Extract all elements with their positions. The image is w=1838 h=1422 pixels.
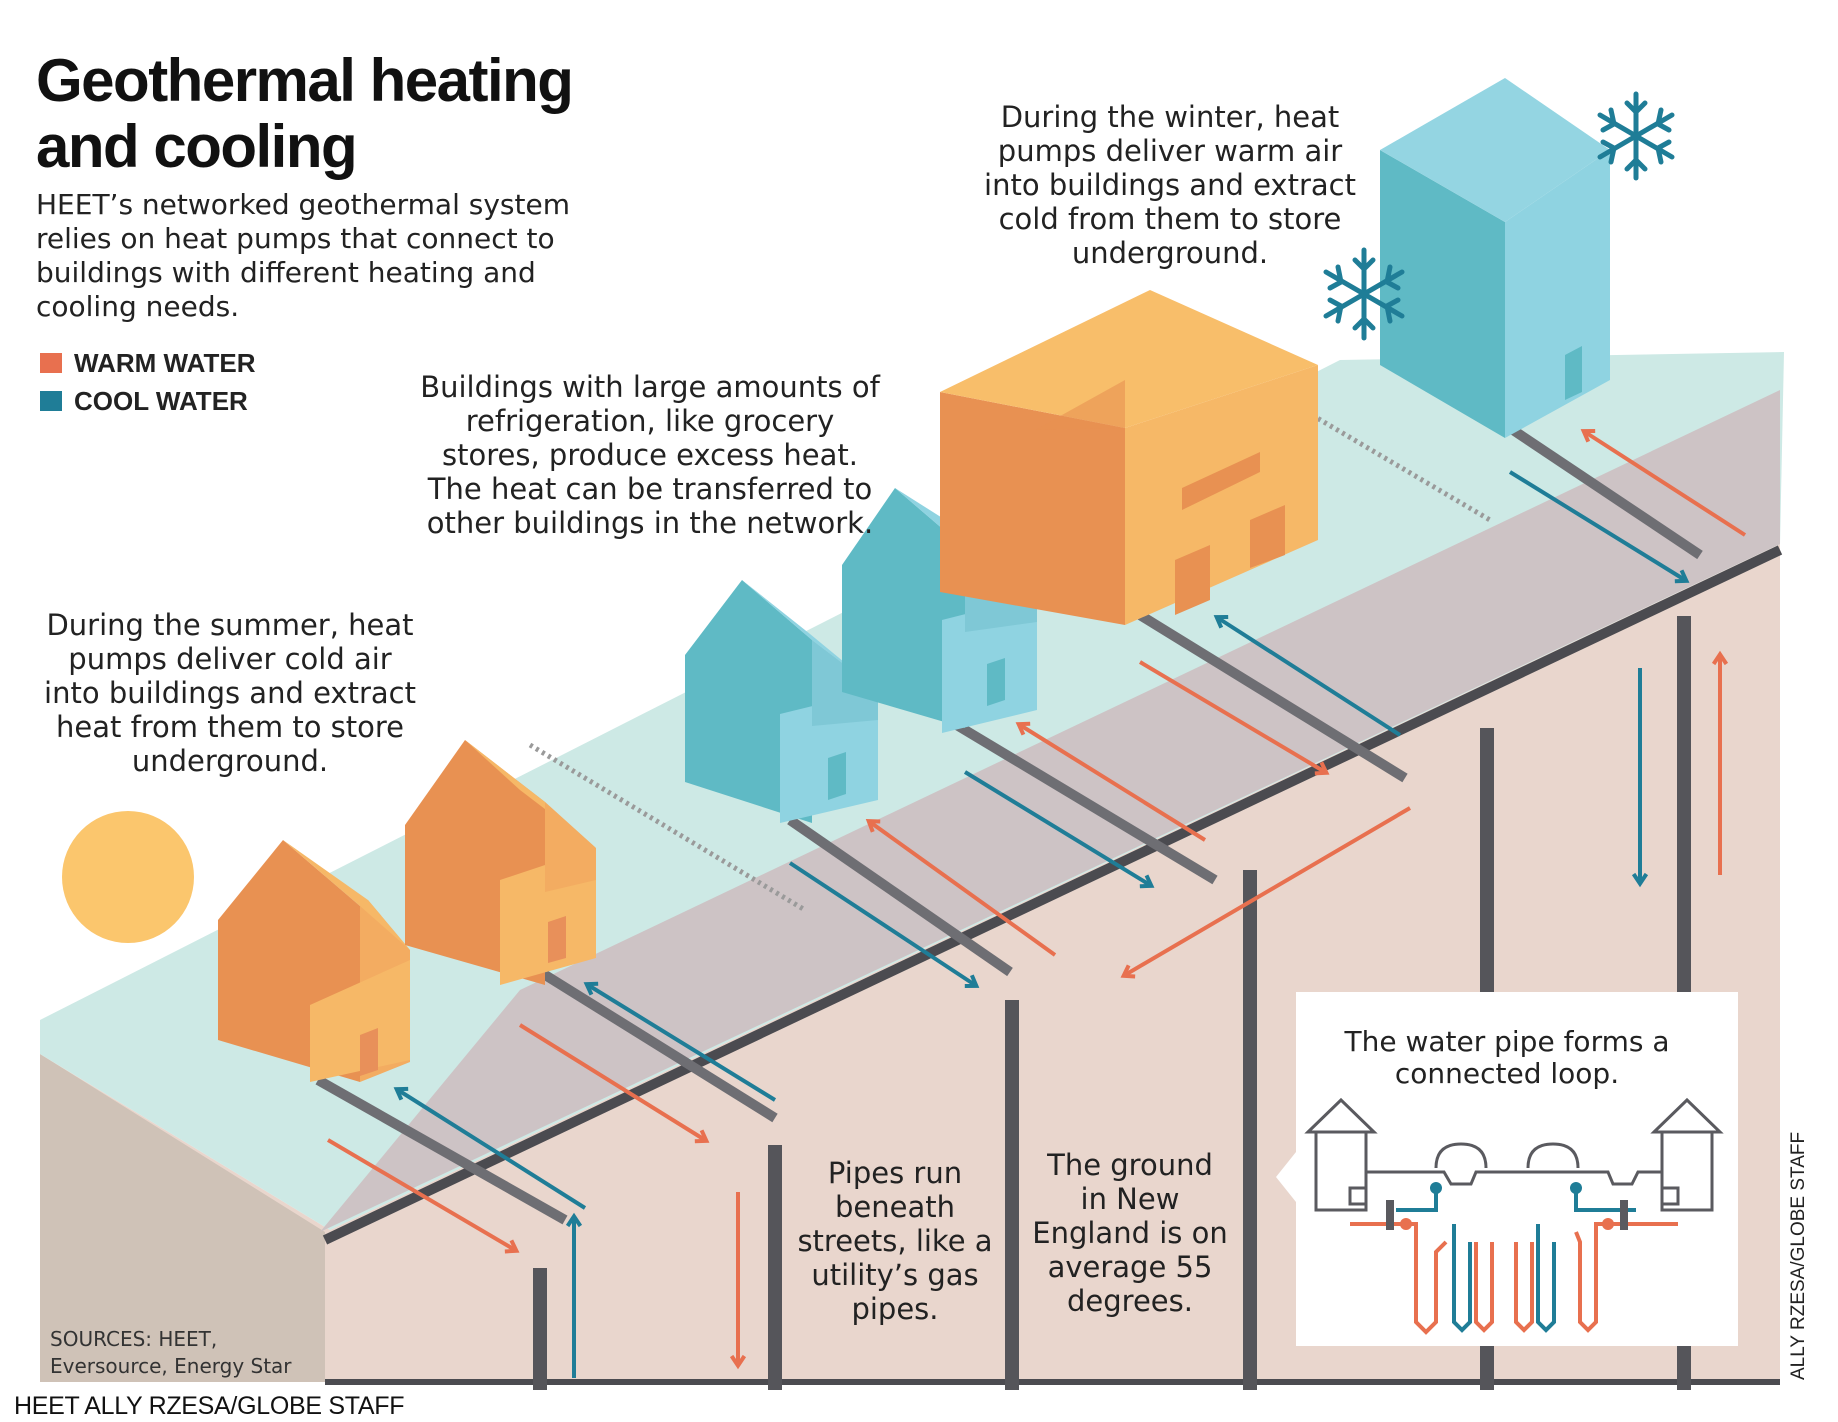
legend-item-cool: COOL WATER [40, 382, 256, 420]
tall-blue-building [1380, 78, 1610, 438]
cool-water-arrows [398, 470, 1685, 1378]
legend: WARM WATER COOL WATER [40, 344, 256, 420]
dotted-line [528, 742, 807, 913]
sources-note: SOURCES: HEET, Eversource, Energy Star [50, 1327, 292, 1378]
slab-end-face [40, 1054, 325, 1382]
note-pipes: Pipes run beneath streets, like a utilit… [797, 1156, 993, 1326]
inset-caption: The water pipe forms a connected loop. [1344, 1025, 1670, 1090]
house-orange-1 [218, 840, 410, 1082]
grocery-store [940, 290, 1318, 625]
sun-icon [62, 811, 194, 943]
branch-pipes [315, 423, 1703, 1225]
legend-item-warm: WARM WATER [40, 344, 256, 382]
loop-valves [1386, 1200, 1628, 1230]
loop-inset [1276, 992, 1738, 1346]
legend-swatch-cool [40, 391, 62, 411]
slab-edge [322, 545, 1783, 1245]
note-winter: During the winter, heat pumps deliver wa… [984, 100, 1356, 270]
legend-label-warm: WARM WATER [74, 347, 256, 378]
photo-credit: ALLY RZESA/GLOBE STAFF [1788, 1131, 1809, 1380]
legend-swatch-warm [40, 353, 62, 373]
house-orange-2 [405, 740, 596, 985]
note-summer: During the summer, heat pumps deliver co… [44, 608, 416, 778]
ground-top-surface [40, 352, 1784, 1230]
image-caption: HEET ALLY RZESA/GLOBE STAFF [14, 1392, 405, 1420]
subtitle: HEET’s networked geothermal system relie… [36, 188, 570, 323]
page-title: Geothermal heating and cooling [36, 47, 574, 180]
note-ground: The ground in New England is on average … [1032, 1148, 1228, 1318]
loop-diagram [1304, 1097, 1724, 1212]
snowflake-icon [1323, 247, 1405, 341]
snowflake-icon [1597, 91, 1675, 181]
note-grocery: Buildings with large amounts of refriger… [420, 370, 880, 540]
warm-water-arrows [326, 432, 1747, 1364]
street [320, 390, 1780, 1232]
legend-label-cool: COOL WATER [74, 385, 248, 416]
